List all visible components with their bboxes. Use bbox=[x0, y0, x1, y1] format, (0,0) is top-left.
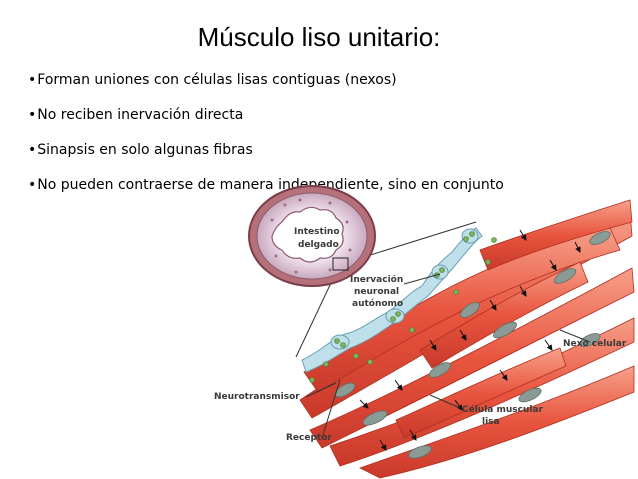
label-intestino: delgado bbox=[298, 240, 339, 250]
bullet-item: •No pueden contraerse de manera independ… bbox=[28, 177, 504, 193]
bullet-item: •Sinapsis en solo algunas fibras bbox=[28, 142, 253, 158]
leader-lines bbox=[305, 273, 591, 439]
bullet-marker: • bbox=[28, 107, 37, 123]
intestine-cross-section: Intestino delgado bbox=[248, 185, 376, 287]
zoom-box bbox=[332, 257, 349, 271]
bullet-item: •Forman uniones con células lisas contig… bbox=[28, 72, 397, 88]
label-inervacion: autónomo bbox=[352, 298, 403, 309]
label-celula-muscular: Célula muscular bbox=[462, 404, 544, 415]
muscle-fibres bbox=[299, 199, 635, 479]
vesicles bbox=[309, 231, 497, 383]
bullet-marker: • bbox=[28, 72, 37, 88]
autonomic-nerve bbox=[301, 227, 497, 383]
bullet-text: Forman uniones con células lisas contigu… bbox=[37, 72, 397, 88]
bullet-text: Sinapsis en solo algunas fibras bbox=[37, 142, 253, 158]
bullet-text: No reciben inervación directa bbox=[37, 107, 244, 123]
label-inervacion: Inervación bbox=[350, 274, 403, 285]
nuclei bbox=[334, 231, 611, 459]
label-nexo-celular: Nexo celular bbox=[563, 339, 627, 349]
bullet-item: •No reciben inervación directa bbox=[28, 107, 243, 123]
label-inervacion: neuronal bbox=[354, 287, 399, 297]
label-celula-muscular: lisa bbox=[482, 417, 500, 427]
bullet-marker: • bbox=[28, 177, 37, 193]
bullet-text: No pueden contraerse de manera independi… bbox=[37, 177, 504, 193]
label-neurotransmisor: Neurotransmisor bbox=[214, 392, 300, 402]
label-receptor: Receptor bbox=[286, 433, 332, 443]
bullet-marker: • bbox=[28, 142, 37, 158]
slide-title: Músculo liso unitario: bbox=[197, 22, 441, 52]
nexus-arrows bbox=[359, 229, 581, 451]
label-intestino: Intestino bbox=[294, 227, 340, 237]
